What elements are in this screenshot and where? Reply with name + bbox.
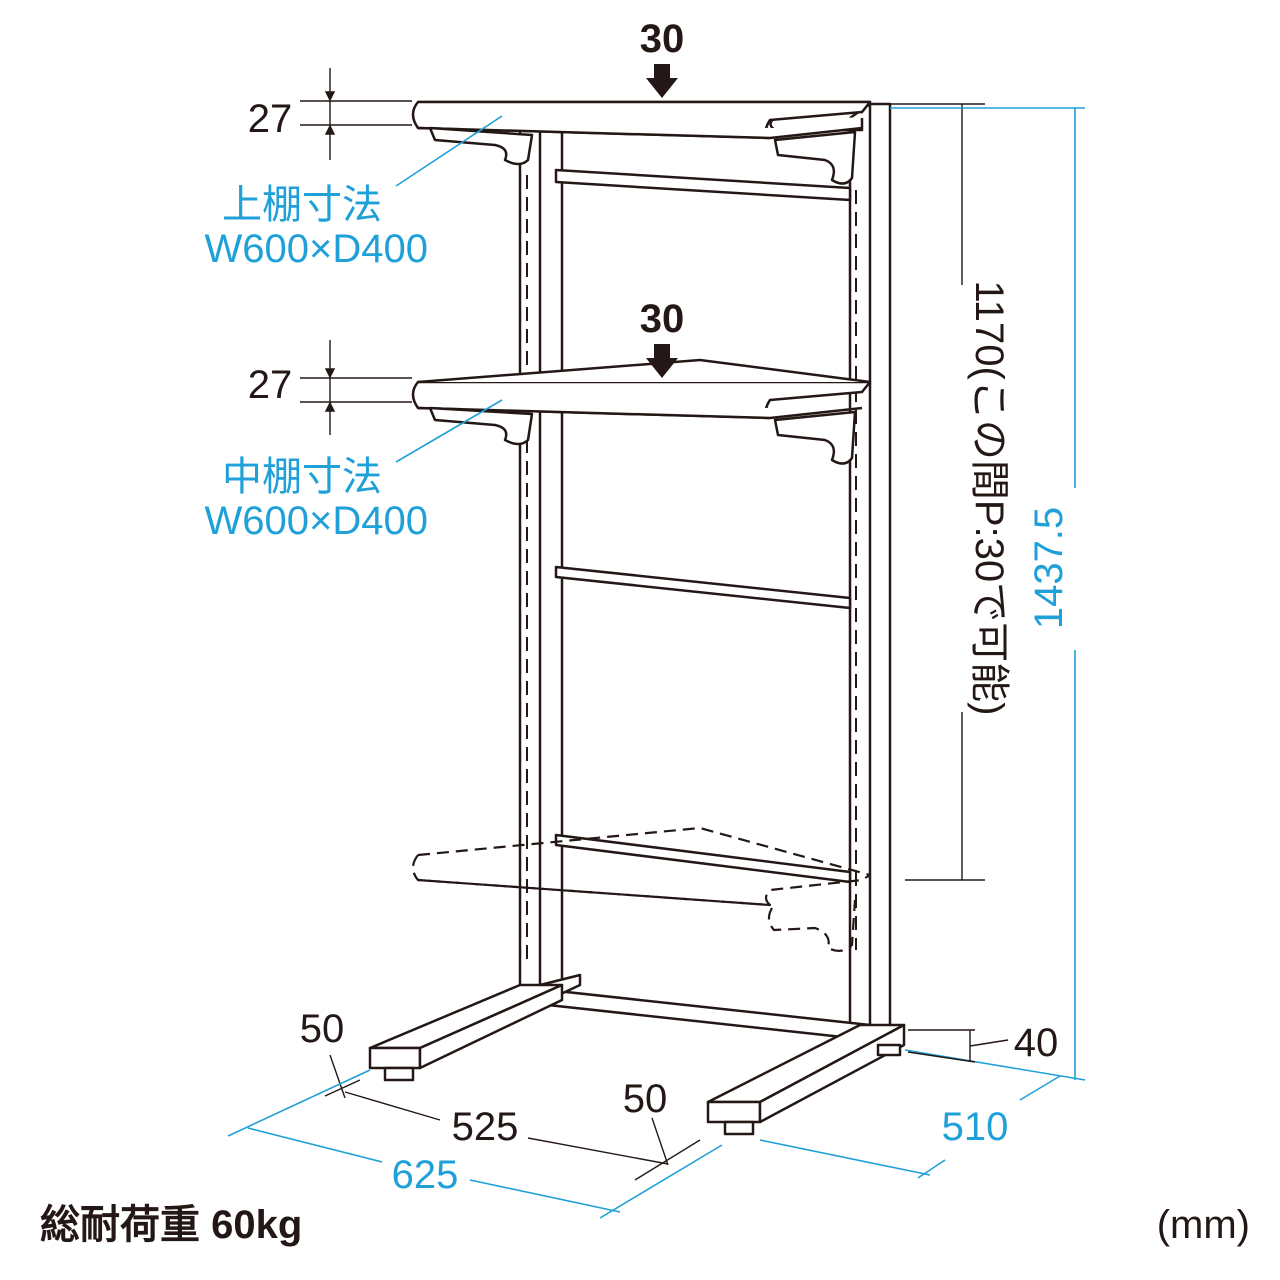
inner-width-value: 525 xyxy=(452,1105,519,1149)
top-shelf-name: 上棚寸法 xyxy=(222,183,382,227)
foot-width-dimensions xyxy=(324,1054,701,1181)
mid-shelf-name: 中棚寸法 xyxy=(222,455,382,499)
total-height-dimension xyxy=(890,107,1086,1081)
total-width-dimension xyxy=(227,1069,723,1219)
unit-label: (mm) xyxy=(1157,1203,1250,1247)
middle-shelf xyxy=(411,358,872,465)
back-cross-bars xyxy=(554,168,852,884)
top-thickness-value: 27 xyxy=(248,97,293,141)
mid-shelf-size: W600×D400 xyxy=(205,499,428,543)
right-post xyxy=(848,102,892,1042)
depth-value: 510 xyxy=(942,1105,1009,1149)
base-height-value: 40 xyxy=(1014,1021,1059,1065)
top-shelf-size: W600×D400 xyxy=(205,227,428,271)
shelf-rack-illustration xyxy=(368,100,906,1136)
top-shelf xyxy=(411,100,872,185)
optional-lower-shelf xyxy=(411,826,871,952)
adjust-range-dimension xyxy=(890,103,985,881)
top-load-value: 30 xyxy=(640,17,685,61)
depth-dimension xyxy=(759,1075,1061,1179)
base-height-dimension xyxy=(907,1029,1009,1063)
back-panel xyxy=(560,108,850,1025)
mid-thickness-value: 27 xyxy=(248,363,293,407)
total-width-value: 625 xyxy=(392,1153,459,1197)
left-post xyxy=(518,122,564,992)
mid-load-arrow xyxy=(646,344,678,378)
total-height-value: 1437.5 xyxy=(1027,507,1071,629)
top-load-arrow xyxy=(646,64,678,98)
thickness-dimension-lines xyxy=(300,68,412,435)
right-foot-width-value: 50 xyxy=(623,1077,668,1121)
shelf-size-leaders xyxy=(395,115,503,463)
left-foot-width-value: 50 xyxy=(300,1007,345,1051)
base-frame xyxy=(368,973,906,1136)
mid-load-value: 30 xyxy=(640,297,685,341)
adjust-range-label: 1170(この間P:30で可能) xyxy=(967,281,1011,716)
total-load-caption: 総耐荷重 60kg xyxy=(40,1203,302,1247)
